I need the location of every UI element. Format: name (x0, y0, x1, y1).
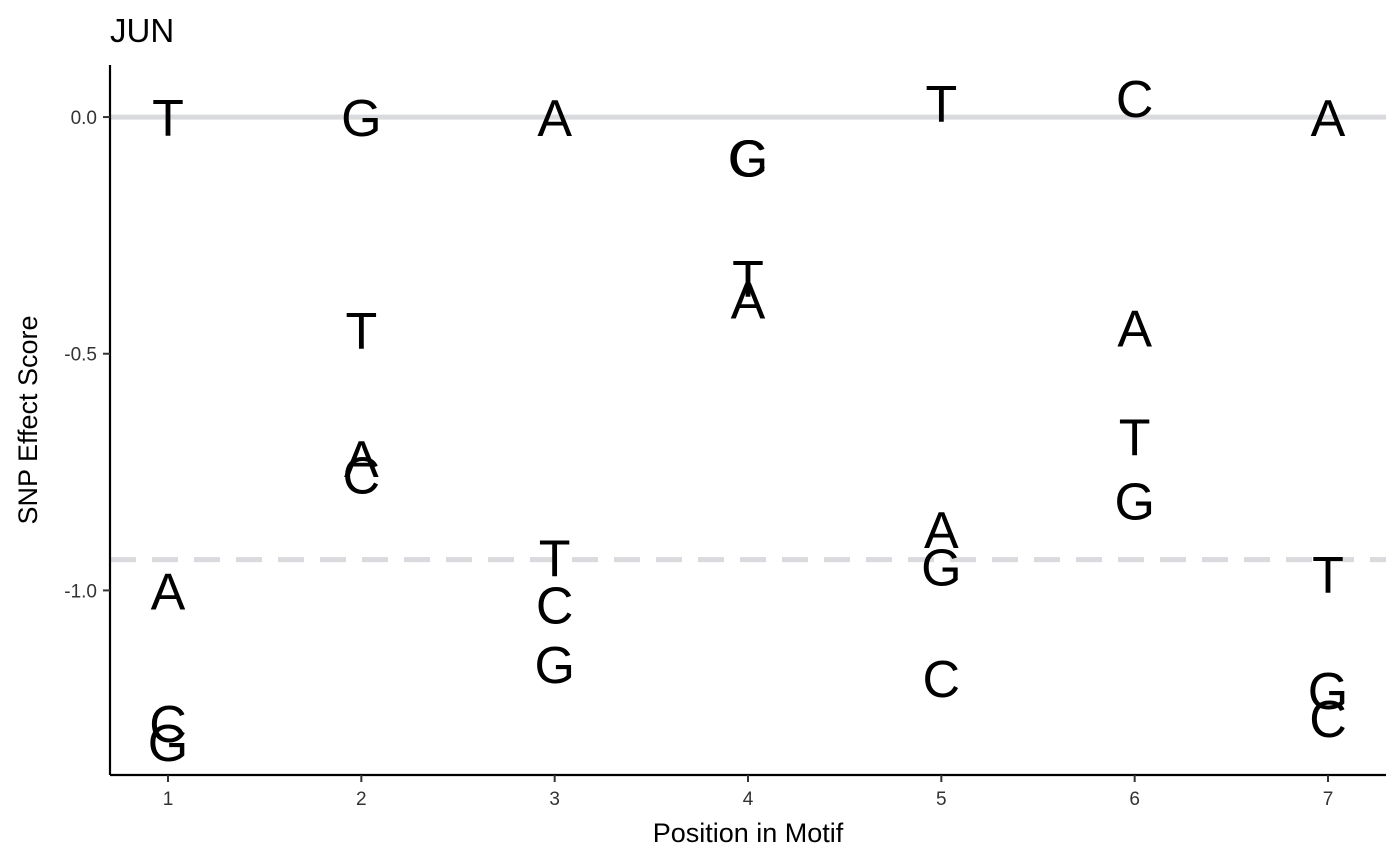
x-tick-label: 2 (356, 789, 367, 810)
x-axis-title: Position in Motif (653, 818, 844, 848)
x-tick-label: 1 (163, 789, 174, 810)
x-tick-label: 6 (1129, 789, 1140, 810)
data-point-C: C (729, 130, 767, 188)
x-tick-label: 7 (1323, 789, 1334, 810)
data-point-T: T (345, 303, 377, 361)
y-tick-label: -1.0 (64, 581, 97, 602)
x-axis-ticks: 1 2 3 4 5 6 7 (163, 775, 1334, 810)
data-point-A: A (1117, 301, 1152, 359)
y-axis-title: SNP Effect Score (13, 315, 43, 524)
data-point-A: A (344, 431, 379, 489)
data-point-C: C (923, 651, 961, 709)
data-point-A: A (731, 272, 766, 330)
data-point-C: C (1116, 71, 1154, 129)
y-tick-label: 0.0 (71, 108, 97, 129)
y-axis-ticks: 0.0 -0.5 -1.0 (64, 108, 110, 602)
data-point-G: G (728, 130, 768, 188)
data-point-G: G (341, 90, 381, 148)
data-point-T: T (732, 251, 764, 309)
data-point-G: G (534, 637, 574, 695)
x-tick-label: 3 (549, 789, 560, 810)
data-point-C: C (536, 578, 574, 636)
data-point-T: T (1119, 410, 1151, 468)
data-point-G: G (1308, 663, 1348, 721)
data-point-T: T (925, 76, 957, 134)
data-point-A: A (151, 563, 186, 621)
data-point-T: T (1312, 547, 1344, 605)
data-point-C: C (149, 696, 187, 754)
data-point-A: A (924, 502, 959, 560)
x-tick-label: 4 (743, 789, 754, 810)
reference-lines (110, 114, 1386, 563)
data-point-C: C (343, 447, 381, 505)
data-point-G: G (921, 540, 961, 598)
y-tick-label: -0.5 (64, 345, 97, 366)
chart-title: JUN (110, 12, 174, 49)
data-point-A: A (537, 90, 572, 148)
data-point-C: C (1309, 691, 1347, 749)
data-point-T: T (539, 530, 571, 588)
data-point-G: G (1114, 473, 1154, 531)
data-point-A: A (1311, 90, 1346, 148)
data-point-T: T (152, 90, 184, 148)
x-tick-label: 5 (936, 789, 947, 810)
data-point-G: G (148, 715, 188, 773)
